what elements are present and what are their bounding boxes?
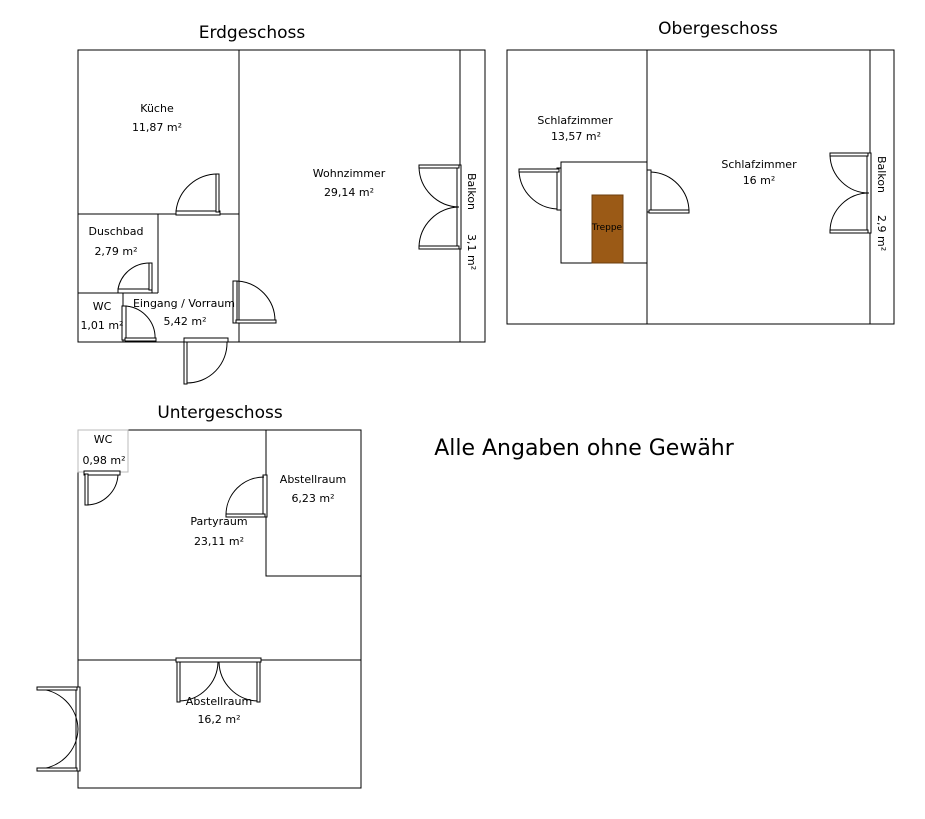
room-area-entrance: 5,42 m² (163, 315, 206, 328)
room-area-shower: 2,79 m² (94, 245, 137, 258)
door-entrance[interactable] (183, 337, 229, 385)
room-label-bedroom1: Schlafzimmer (537, 114, 613, 127)
disclaimer: Alle Angaben ohne Gewähr (434, 436, 735, 461)
room-area-balcony-ground: 3,1 m² (465, 234, 478, 270)
door-balcony-ground[interactable] (418, 164, 462, 250)
room-label-balcony-ground: Balkon (465, 173, 478, 210)
room-area-storage1: 6,23 m² (291, 492, 334, 505)
upper-floor-plan: Obergeschoss Treppe Schlafzimmer 13,57 (506, 19, 895, 325)
door-basement-wc[interactable] (83, 470, 121, 506)
room-label-storage2: Abstellraum (186, 695, 252, 708)
room-area-kitchen: 11,87 m² (132, 121, 182, 134)
room-label-bedroom2: Schlafzimmer (721, 158, 797, 171)
room-label-shower: Duschbad (89, 225, 144, 238)
door-wc[interactable] (121, 305, 157, 342)
door-living[interactable] (232, 280, 277, 324)
room-area-wc: 1,01 m² (80, 319, 123, 332)
room-label-storage1: Abstellraum (280, 473, 346, 486)
stairs (591, 194, 624, 264)
stairs-label: Treppe (591, 223, 623, 233)
room-area-balcony-upper: 2,9 m² (875, 215, 888, 251)
upper-floor-title: Obergeschoss (658, 19, 778, 39)
basement-title: Untergeschoss (157, 403, 283, 423)
basement-plan: Untergeschoss (36, 403, 362, 789)
room-area-basement-wc: 0,98 m² (82, 454, 125, 467)
room-label-entrance: Eingang / Vorraum (133, 297, 235, 310)
room-label-party: Partyraum (190, 515, 247, 528)
room-area-bedroom2: 16 m² (743, 174, 776, 187)
door-basement-exterior[interactable] (36, 686, 81, 772)
room-label-wc: WC (93, 300, 112, 313)
basement-outline (77, 429, 362, 789)
room-label-kitchen: Küche (140, 102, 174, 115)
room-label-living: Wohnzimmer (313, 167, 386, 180)
ground-floor-title: Erdgeschoss (199, 23, 306, 43)
room-area-storage2: 16,2 m² (197, 713, 240, 726)
door-storage1[interactable] (225, 474, 268, 518)
room-area-bedroom1: 13,57 m² (551, 130, 601, 143)
door-storage2[interactable] (175, 657, 262, 703)
room-label-balcony-upper: Balkon (875, 156, 888, 193)
door-shower[interactable] (117, 262, 153, 294)
door-bedroom1[interactable] (518, 167, 562, 211)
room-label-basement-wc: WC (94, 433, 113, 446)
ground-floor-plan: Erdgeschoss (77, 23, 486, 385)
ground-floor-outline (77, 49, 486, 343)
room-area-living: 29,14 m² (324, 186, 374, 199)
door-bedroom2[interactable] (646, 169, 690, 214)
room-area-party: 23,11 m² (194, 535, 244, 548)
upper-floor-outline (506, 49, 895, 325)
door-balcony-upper[interactable] (829, 152, 872, 234)
door-kitchen[interactable] (175, 173, 221, 216)
